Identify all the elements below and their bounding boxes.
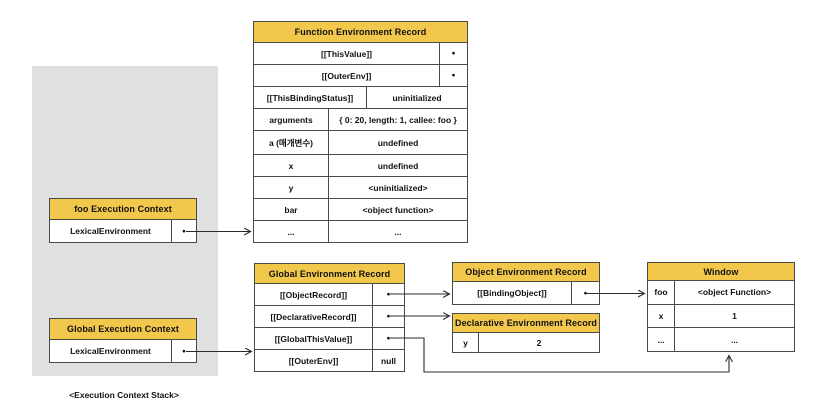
pointer-bullet-icon: ●	[372, 306, 404, 327]
row-value: <object Function>	[674, 281, 794, 304]
row-label: [[ObjectRecord]]	[279, 289, 348, 300]
row-label: x	[658, 311, 664, 321]
row-label: a (매개변수)	[268, 137, 314, 148]
table-row: [[BindingObject]] ●	[453, 282, 599, 304]
diagram-caption: <Execution Context Stack>	[69, 390, 179, 400]
table-row: [[ThisValue]] ●	[254, 43, 467, 64]
table-title: Function Environment Record	[254, 22, 467, 43]
table-row: y 2	[453, 333, 599, 352]
row-label: LexicalEnvironment	[70, 346, 151, 356]
table-title: Global Environment Record	[255, 264, 404, 284]
pointer-bullet-icon: ●	[439, 43, 467, 64]
table-global-execution-context: Global Execution Context LexicalEnvironm…	[49, 318, 197, 363]
row-label: LexicalEnvironment	[70, 226, 151, 236]
pointer-bullet-icon: ●	[439, 65, 467, 86]
row-label: [[OuterEnv]]	[288, 355, 339, 366]
pointer-bullet-icon: ●	[171, 220, 196, 242]
table-row: ... ...	[648, 327, 794, 352]
table-title: Global Execution Context	[50, 319, 196, 340]
row-label: foo	[654, 287, 668, 298]
row-label: [[ThisBindingStatus]]	[266, 92, 354, 103]
row-label: [[OuterEnv]]	[321, 70, 372, 81]
table-row: [[OuterEnv]] null	[255, 349, 404, 371]
table-row: a (매개변수) undefined	[254, 130, 467, 154]
pointer-bullet-icon: ●	[372, 328, 404, 349]
table-title: foo Execution Context	[50, 199, 196, 220]
row-value: <object function>	[328, 199, 467, 220]
row-value: <uninitialized>	[328, 177, 467, 198]
table-title: Object Environment Record	[453, 263, 599, 282]
table-row: foo <object Function>	[648, 281, 794, 304]
table-title: Window	[648, 263, 794, 281]
row-label: ...	[287, 226, 295, 237]
row-label: [[DeclarativeRecord]]	[270, 311, 357, 322]
row-value: ...	[674, 328, 794, 352]
table-row: [[GlobalThisValue]] ●	[255, 327, 404, 349]
table-declarative-environment-record: Declarative Environment Record y 2	[452, 313, 600, 353]
row-value: 2	[478, 333, 599, 352]
table-row: x undefined	[254, 154, 467, 176]
row-label: y	[463, 337, 468, 348]
row-value: undefined	[328, 155, 467, 176]
pointer-bullet-icon: ●	[171, 340, 196, 362]
table-title: Declarative Environment Record	[453, 314, 599, 333]
row-value: uninitialized	[366, 87, 467, 108]
table-row: x 1	[648, 303, 794, 328]
table-row: bar <object function>	[254, 198, 467, 220]
table-row: LexicalEnvironment ●	[50, 340, 196, 362]
table-row: ... ...	[254, 220, 467, 242]
pointer-bullet-icon: ●	[571, 282, 599, 304]
row-label: [[GlobalThisValue]]	[274, 333, 353, 344]
table-row: [[ObjectRecord]] ●	[255, 284, 404, 305]
row-label: bar	[284, 204, 298, 215]
table-function-environment-record: Function Environment Record [[ThisValue]…	[253, 21, 468, 243]
row-label: arguments	[269, 114, 313, 125]
table-row: arguments { 0: 20, length: 1, callee: fo…	[254, 108, 467, 130]
row-value: { 0: 20, length: 1, callee: foo }	[328, 109, 467, 130]
row-label: [[BindingObject]]	[477, 288, 547, 298]
table-global-environment-record: Global Environment Record [[ObjectRecord…	[254, 263, 405, 372]
row-label: y	[288, 182, 294, 193]
row-label: x	[288, 160, 294, 171]
row-label: ...	[657, 334, 665, 345]
table-row: [[DeclarativeRecord]] ●	[255, 305, 404, 327]
table-window: Window foo <object Function> x 1 ... ...	[647, 262, 795, 352]
row-value: null	[372, 350, 404, 371]
row-value: ...	[328, 221, 467, 242]
table-row: [[ThisBindingStatus]] uninitialized	[254, 86, 467, 108]
table-row: LexicalEnvironment ●	[50, 220, 196, 242]
row-value: undefined	[328, 131, 467, 154]
pointer-bullet-icon: ●	[372, 284, 404, 305]
row-label: [[ThisValue]]	[320, 48, 372, 59]
table-row: [[OuterEnv]] ●	[254, 64, 467, 86]
table-object-environment-record: Object Environment Record [[BindingObjec…	[452, 262, 600, 305]
row-value: 1	[674, 304, 794, 328]
table-foo-execution-context: foo Execution Context LexicalEnvironment…	[49, 198, 197, 243]
table-row: y <uninitialized>	[254, 176, 467, 198]
